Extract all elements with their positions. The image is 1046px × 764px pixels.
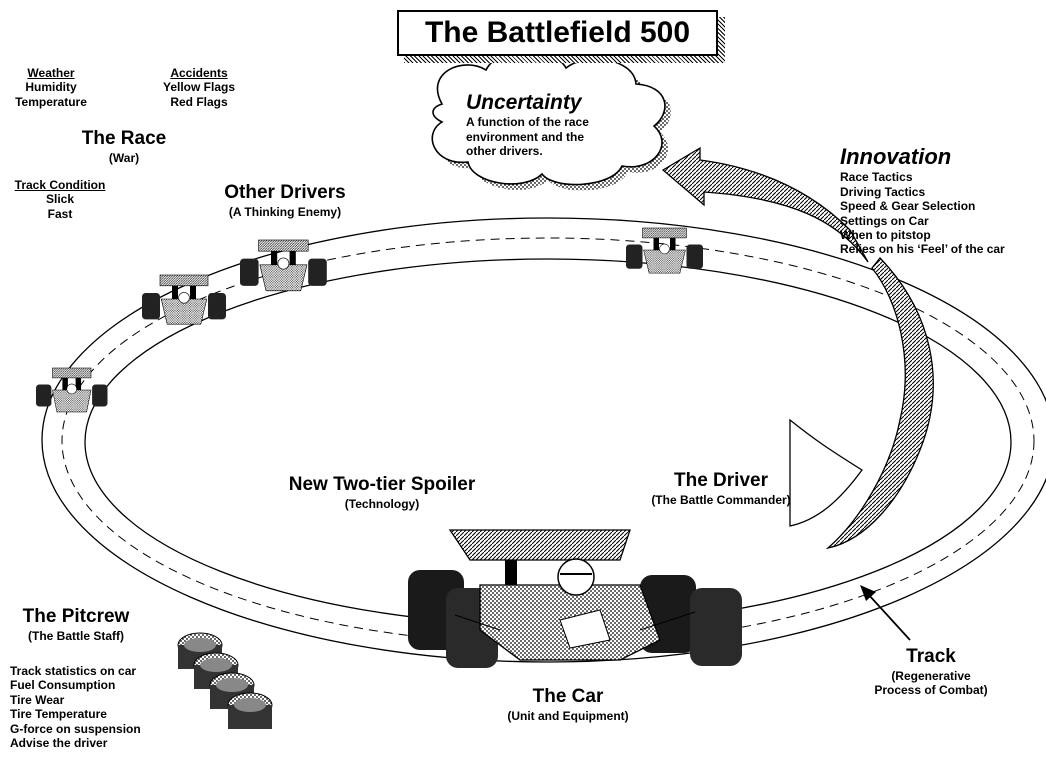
car-title: The Car [532,686,604,707]
uncertainty-line: other drivers. [466,143,543,158]
innovation-title: Innovation [840,144,952,169]
other-drivers-label: Other Drivers (A Thinking Enemy) [205,182,365,219]
pitcrew-label: The Pitcrew (The Battle Staff) [6,606,146,643]
uncertainty-line: A function of the race [466,115,589,130]
weather-item: Temperature [15,94,87,109]
driver-subtitle: (The Battle Commander) [651,492,791,507]
accidents-block: Accidents Yellow Flags Red Flags [152,66,246,109]
pitcrew-subtitle: (The Battle Staff) [28,628,124,643]
track-subtitle-line: (Regenerative [891,668,971,683]
pitcrew-item: Advise the driver [10,735,108,750]
track-label: Track (Regenerative Process of Combat) [856,646,1006,698]
spoiler-label: New Two-tier Spoiler (Technology) [262,474,502,511]
innovation-arrow-top [661,146,869,263]
race-car-left-2 [240,239,327,292]
main-race-car [408,529,742,668]
innovation-item: Speed & Gear Selection [840,199,976,214]
weather-item: Humidity [25,80,77,95]
pitcrew-title: The Pitcrew [22,606,130,627]
race-label: The Race (War) [60,128,188,165]
track-pointer-arrow [860,585,911,641]
race-subtitle: (War) [108,150,140,165]
pitcrew-item: G-force on suspension [10,721,141,736]
pitcrew-item: Tire Wear [10,692,65,707]
uncertainty-line: environment and the [466,129,585,144]
track-title: Track [906,646,956,667]
race-car-far-left [36,367,108,413]
track-condition-heading: Track Condition [14,178,106,192]
pitcrew-item: Fuel Consumption [10,678,116,693]
track-condition-item: Fast [47,206,73,221]
race-car-right [626,227,703,274]
accidents-heading: Accidents [170,66,228,80]
page-title: The Battlefield 500 [397,10,718,56]
innovation-item: Driving Tactics [840,184,926,199]
spoiler-subtitle: (Technology) [344,496,420,511]
driver-title: The Driver [674,470,768,491]
innovation-item: Relies on his ‘Feel’ of the car [840,242,1005,257]
weather-block: Weather Humidity Temperature [8,66,94,109]
car-subtitle: (Unit and Equipment) [507,708,629,723]
uncertainty-label: Uncertainty A function of the race envir… [466,90,589,158]
spoiler-title: New Two-tier Spoiler [288,474,476,495]
pitcrew-item: Tire Temperature [10,707,107,722]
innovation-item: When to pitstop [840,227,931,242]
innovation-arrow-bottom [789,257,934,550]
tire-stack [177,632,273,729]
car-label: The Car (Unit and Equipment) [478,686,658,723]
track-condition-item: Slick [45,192,75,207]
track-subtitle-line: Process of Combat) [874,683,988,698]
race-car-left-1 [142,274,226,325]
pitcrew-item: Track statistics on car [10,664,137,678]
weather-heading: Weather [27,66,75,80]
uncertainty-title: Uncertainty [466,91,582,114]
other-drivers-subtitle: (A Thinking Enemy) [228,204,342,219]
accidents-item: Yellow Flags [162,80,236,95]
innovation-item: Settings on Car [840,213,929,228]
driver-label: The Driver (The Battle Commander) [636,470,806,507]
track-condition-block: Track Condition Slick Fast [8,178,112,221]
uncertainty-cloud [431,50,671,191]
pitcrew-list: Track statistics on car Fuel Consumption… [10,664,141,750]
accidents-item: Red Flags [170,94,228,109]
innovation-item: Race Tactics [840,170,913,185]
innovation-label: Innovation Race Tactics Driving Tactics … [840,144,1005,257]
race-title: The Race [81,128,167,149]
other-drivers-title: Other Drivers [224,182,346,203]
